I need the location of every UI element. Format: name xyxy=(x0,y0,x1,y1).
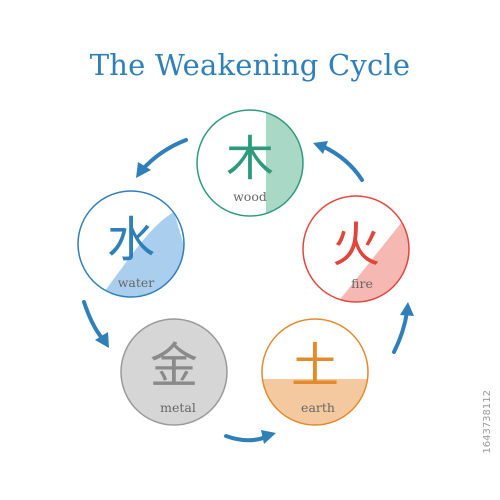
metal-kanji: 金 xyxy=(150,338,198,394)
wood-label: wood xyxy=(233,189,267,204)
fire-circle xyxy=(302,195,410,303)
wood-fill xyxy=(266,110,303,216)
arrow-wood-to-water xyxy=(136,138,188,178)
earth-kanji: 土 xyxy=(291,338,339,394)
watermark-id: 1643738112 xyxy=(482,390,493,454)
earth-label: earth xyxy=(301,400,335,415)
fire-label: fire xyxy=(351,276,373,291)
water-circle xyxy=(77,190,185,298)
page-title: The Weakening Cycle xyxy=(89,48,411,82)
arrow-fire-to-wood xyxy=(313,141,364,182)
element-earth: 土 earth xyxy=(259,316,371,428)
element-fire: 火 fire xyxy=(300,193,412,305)
element-wood: 木 wood xyxy=(194,107,306,219)
fire-kanji: 火 xyxy=(332,217,380,273)
element-metal: 金 metal xyxy=(118,316,230,428)
metal-label: metal xyxy=(160,400,196,415)
earth-circle xyxy=(261,318,369,426)
cycle-arrows xyxy=(82,138,414,444)
metal-circle xyxy=(120,318,228,426)
arrow-metal-to-earth xyxy=(224,430,276,444)
water-label: water xyxy=(118,275,155,290)
water-kanji: 水 xyxy=(107,212,155,268)
metal-fill xyxy=(121,319,227,425)
wood-kanji: 木 xyxy=(226,131,274,187)
arrow-earth-to-fire xyxy=(392,302,414,354)
wood-circle xyxy=(196,109,304,217)
arrow-water-to-metal xyxy=(82,300,109,348)
element-water: 水 water xyxy=(75,188,187,300)
